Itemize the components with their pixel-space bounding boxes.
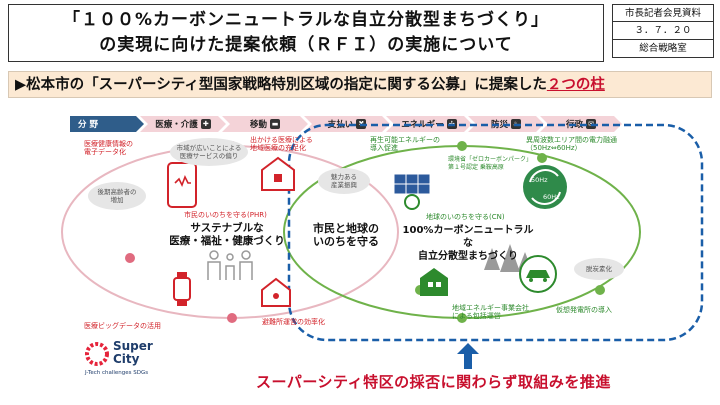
label-bigdata: 医療ビッグデータの活用 [84,322,161,330]
meta-date: ３．７．２０ [612,22,714,40]
cloud-elderly: 後期高齢者の増加 [88,182,146,210]
tab-medical-label: 医療・介護 [155,120,198,130]
car-icon: ▬ [271,120,279,128]
label-phr: 市民のいのちを守る(PHR) [184,211,267,219]
left-node-bottom [227,313,237,323]
logo-tagline: J-Tech challenges SDGs [85,370,149,376]
energy-company-building-icon [420,268,448,296]
solar-panel-icon [393,173,431,210]
right-node-top [457,141,467,151]
smartphone-heart-icon [167,162,197,208]
tab-mobility-label: 移動 [249,120,267,130]
subtitle-bar: ▶松本市の「スーパーシティ型国家戦略特別区域の指定に関する公募」に提案した２つの… [8,71,712,98]
medical-cross-icon: ✚ [201,119,211,129]
label-medical-record: 医療健康情報の電子データ化 [84,140,133,156]
family-icon [207,250,253,280]
meta-department: 総合戦略室 [612,40,714,58]
right-node-right [595,285,605,295]
cloud-industry: 魅力ある産業振興 [318,168,370,194]
label-renewable: 再生可能エネルギーの導入促進 [370,136,440,152]
cloud-wide-city: 市域が広いことによる医療サービスの偏り [170,138,248,166]
document-meta: 市長記者会見資料 ３．７．２０ 総合戦略室 [612,4,714,58]
evacuation-house-icon [261,277,291,307]
up-arrow-icon [457,343,479,369]
label-virtual-power: 仮想発電所の導入 [556,306,612,314]
smartwatch-icon [173,272,191,306]
label-gap: 出かける医療による地域医療の充足化 [250,136,313,152]
label-zero-carbon: 環境省「ゼロカーボンパーク」第１号認定 乗鞍高原 [448,156,533,171]
meta-doc-type: 市長記者会見資料 [612,4,714,22]
dashed-focus-region [287,123,704,342]
tab-medical: 医療・介護 ✚ [140,116,226,132]
tab-disaster-label: 防災 [490,120,508,130]
ev-car-icon [519,255,557,293]
title-box: 「１００%カーボンニュートラルな自立分散型まちづくり」 の実現に向けた提案依頼（… [8,4,604,62]
subtitle-text: ▶松本市の「スーパーシティ型国家戦略特別区域の指定に関する公募」に提案した [15,77,547,93]
subtitle-highlight: ２つの柱 [546,77,605,93]
label-60hz: 60Hz [543,193,560,201]
page-title-line2: の実現に向けた提案依頼（ＲＦＩ）の実施について [99,35,513,55]
label-evacuation: 避難所運営の効率化 [262,318,325,326]
cloud-decarbon: 脱炭素化 [574,258,624,280]
label-local-energy: 地域エネルギー事業会社による包括運営 [452,304,529,320]
right-pillar-title: 100%カーボンニュートラルな自立分散型まちづくり [402,225,534,262]
left-pillar-title: サステナブルな医療・福祉・健康づくり [169,222,285,247]
overlap-title: 市民と地球のいのちを守る [313,222,379,248]
label-cn: 地球のいのちを守る(CN) [426,213,505,221]
tab-energy-label: エネルギー [401,120,444,130]
frequency-exchange-icon [523,165,567,209]
left-node-left [125,253,135,263]
tab-field: 分 野 [70,116,144,132]
page-title-line1: 「１００%カーボンニュートラルな自立分散型まちづくり」 [62,10,550,30]
label-50hz: 50Hz [531,176,548,184]
hospital-house-icon [261,156,295,191]
tab-field-label: 分 野 [78,120,98,130]
tab-mobility: 移動 ▬ [222,116,308,132]
bottom-message: スーパーシティ特区の採否に関わらず取組みを推進 [256,373,611,391]
right-node-upper [537,153,547,163]
right-node-bottom [457,313,467,323]
sdgs-wheel-icon [85,342,109,366]
label-frequency: 異周波数エリア間の電力融通（50Hz⇔60Hz） [526,136,617,152]
